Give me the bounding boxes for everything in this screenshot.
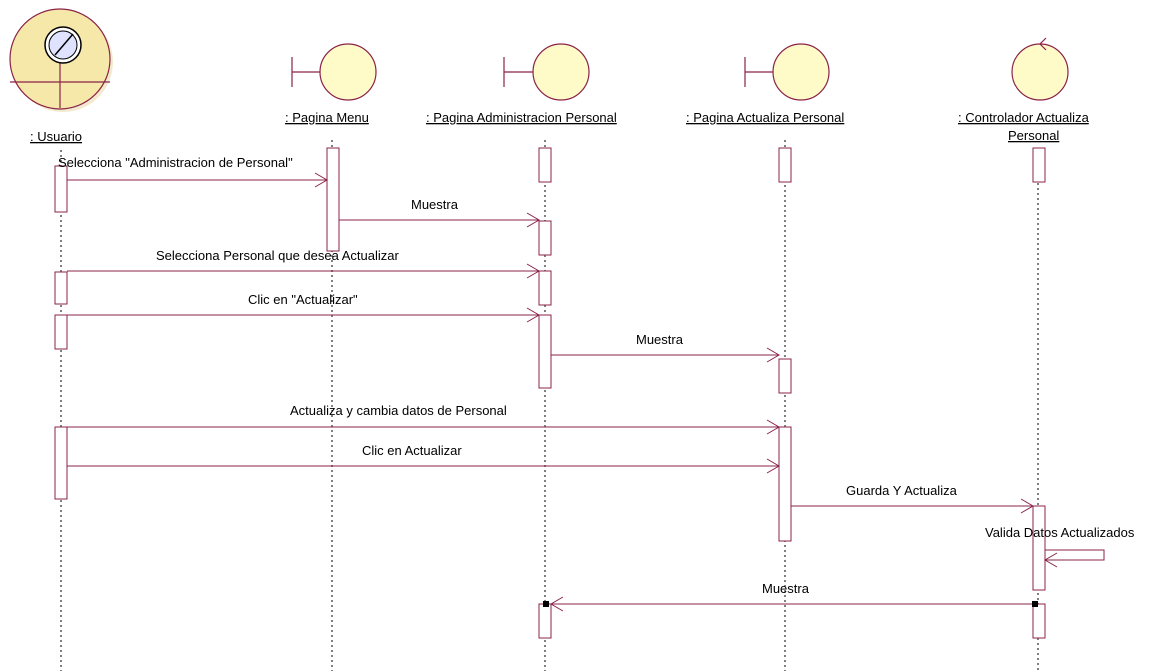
message-10-label: Muestra	[762, 581, 810, 596]
participant-pagina-actualiza-label: : Pagina Actualiza Personal	[686, 110, 844, 125]
message-2: Muestra	[339, 197, 540, 228]
activation-controlador-3	[1032, 603, 1046, 639]
message-8: Guarda Y Actualiza	[791, 483, 1034, 514]
message-1: Selecciona "Administracion de Personal"	[58, 155, 328, 188]
participant-pagina-admin-label: : Pagina Administracion Personal	[426, 110, 617, 125]
activation-pagina-actualiza-1	[778, 147, 792, 183]
activation-pagina-admin-5	[538, 603, 552, 639]
activation-pagina-actualiza-2	[778, 358, 792, 394]
activation-pagina-admin-3	[538, 270, 552, 306]
activation-pagina-menu	[326, 147, 340, 252]
message-2-label: Muestra	[411, 197, 459, 212]
message-4: Clic en "Actualizar"	[67, 292, 540, 323]
message-7: Clic en Actualizar	[67, 443, 780, 474]
activation-usuario-2	[54, 271, 68, 305]
control-controlador-icon	[1011, 37, 1069, 101]
participant-controlador-label-1: : Controlador Actualiza	[958, 110, 1090, 125]
activation-controlador-2	[1032, 505, 1046, 591]
activation-pagina-actualiza-3	[778, 426, 792, 542]
message-1-label: Selecciona "Administracion de Personal"	[58, 155, 293, 170]
message-3-label: Selecciona Personal que desea Actualizar	[156, 248, 399, 263]
message-3: Selecciona Personal que desea Actualizar	[67, 248, 540, 279]
activation-pagina-admin-2	[538, 220, 552, 256]
activation-pagina-admin-4	[538, 314, 552, 389]
message-10: Muestra	[543, 581, 1038, 612]
participant-controlador-label-2: Personal	[1008, 128, 1059, 143]
message-6-label: Actualiza y cambia datos de Personal	[290, 403, 507, 418]
message-9-self: Valida Datos Actualizados	[985, 525, 1135, 568]
activation-usuario-1	[54, 165, 68, 213]
activation-usuario-4	[54, 426, 68, 500]
participant-pagina-menu-label: : Pagina Menu	[285, 110, 369, 125]
actor-usuario-icon	[9, 8, 113, 112]
message-5-label: Muestra	[636, 332, 684, 347]
activation-pagina-admin-1	[538, 147, 552, 183]
activation-usuario-3	[54, 314, 68, 350]
message-4-label: Clic en "Actualizar"	[248, 292, 358, 307]
message-6: Actualiza y cambia datos de Personal	[67, 403, 780, 435]
boundary-pagina-menu-icon	[291, 43, 377, 101]
message-7-label: Clic en Actualizar	[362, 443, 462, 458]
message-8-label: Guarda Y Actualiza	[846, 483, 958, 498]
activation-controlador-1	[1032, 147, 1046, 183]
boundary-pagina-actualiza-icon	[744, 43, 830, 101]
boundary-pagina-admin-icon	[503, 43, 590, 101]
participant-usuario-label: : Usuario	[30, 129, 82, 144]
message-9-label: Valida Datos Actualizados	[985, 525, 1135, 540]
message-5: Muestra	[551, 332, 780, 363]
